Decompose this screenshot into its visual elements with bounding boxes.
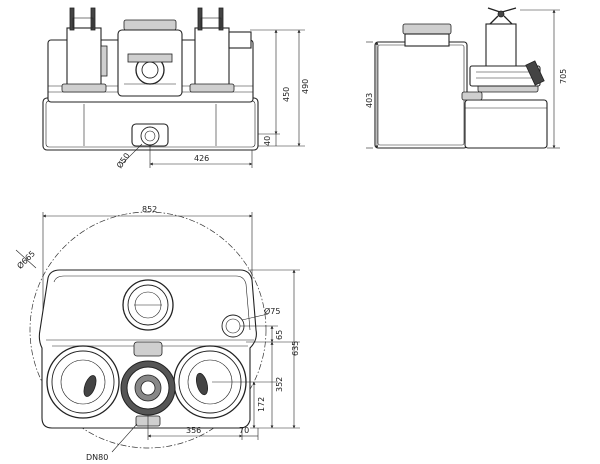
dim-426: 426 bbox=[194, 154, 209, 163]
dim-635: 635 bbox=[291, 341, 300, 356]
dim-40: 40 bbox=[263, 136, 272, 146]
side-pump bbox=[461, 7, 545, 101]
side-view: 403 705 bbox=[365, 7, 568, 149]
dim-356: 356 bbox=[186, 426, 201, 435]
dim-705: 705 bbox=[559, 69, 568, 84]
front-center-valve bbox=[117, 19, 183, 97]
dim-65: 65 bbox=[275, 330, 284, 340]
front-view: 426 Ø50 450 490 40 bbox=[42, 7, 310, 170]
dim-490: 490 bbox=[301, 79, 310, 94]
dim-403: 403 bbox=[365, 93, 374, 108]
dim-352: 352 bbox=[275, 377, 284, 392]
dim-dia-50: Ø50 bbox=[114, 151, 132, 170]
front-inlet-pipe bbox=[131, 123, 169, 147]
dim-852: 852 bbox=[142, 205, 157, 214]
front-right-pump bbox=[189, 7, 252, 93]
top-left-pump bbox=[46, 345, 120, 419]
top-center-valve: DN80 bbox=[86, 341, 176, 462]
front-left-pump bbox=[61, 7, 108, 93]
dim-dia-75: Ø75 bbox=[264, 306, 280, 316]
dim-dn80: DN80 bbox=[86, 453, 108, 462]
top-cover bbox=[122, 279, 174, 331]
dim-70: 70 bbox=[239, 426, 249, 435]
dim-172: 172 bbox=[257, 397, 266, 412]
dim-450: 450 bbox=[282, 87, 291, 102]
top-view: 852 Ø665 Ø75 bbox=[15, 205, 300, 462]
